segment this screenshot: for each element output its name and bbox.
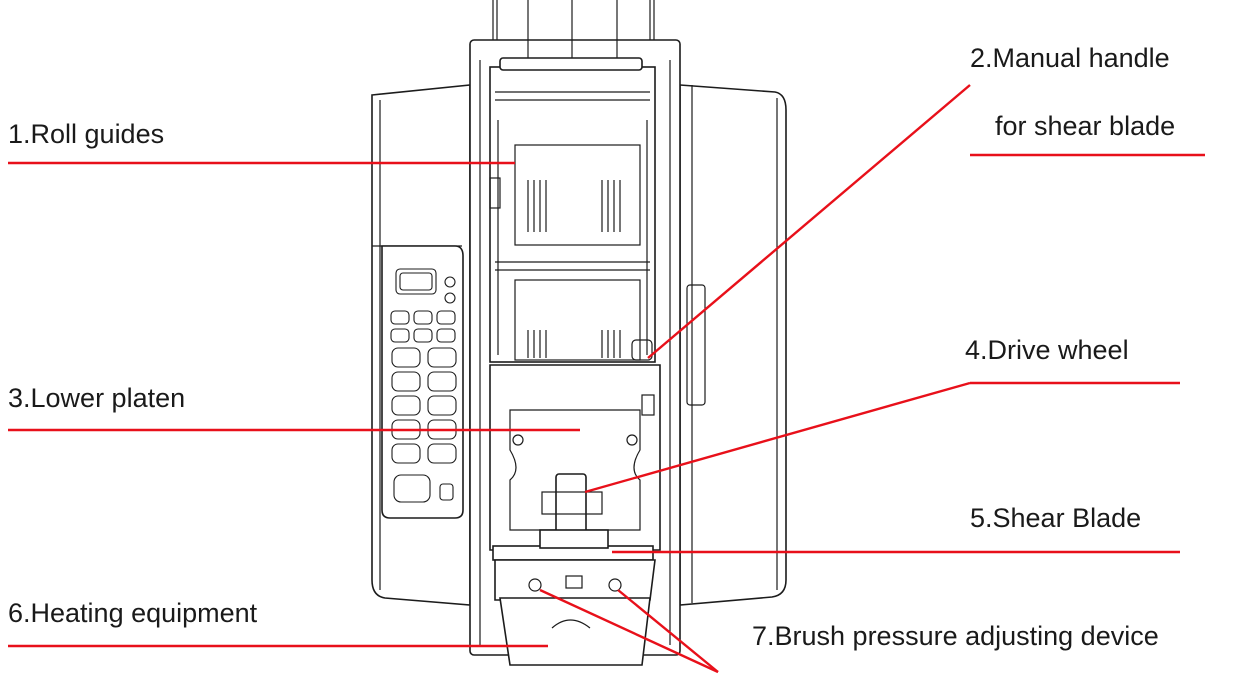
label-brush-pressure: 7.Brush pressure adjusting device [752,621,1159,651]
brush-leader-right [617,589,719,673]
label-heating-equipment: 6.Heating equipment [8,598,258,628]
manual-handle-leader [647,84,971,359]
brush-leader-left [539,588,719,674]
label-manual-handle-line1: 2.Manual handle [970,43,1170,73]
vent-slots [527,180,621,358]
label-roll-guides: 1.Roll guides [8,119,165,149]
label-shear-blade: 5.Shear Blade [970,503,1142,533]
drive-wheel-leader [584,381,971,494]
heating-unit [494,559,656,666]
label-drive-wheel: 4.Drive wheel [965,335,1129,365]
leader-lines [8,84,1205,674]
label-lower-platen: 3.Lower platen [8,383,186,413]
label-manual-handle-line2: for shear blade [995,111,1176,141]
control-keypad [381,245,464,519]
lower-platen-area [489,364,661,551]
roll-guide-rods [492,0,655,71]
right-side-housing [679,84,787,606]
